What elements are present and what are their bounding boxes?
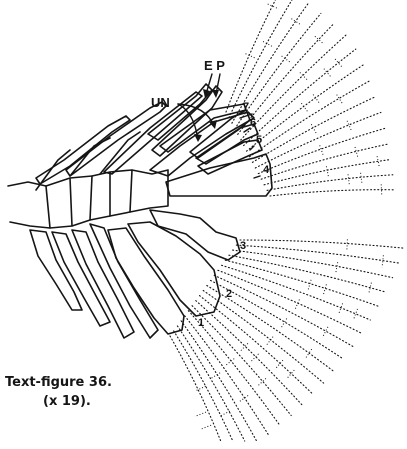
ray-segment — [347, 121, 352, 132]
ray-segment — [210, 373, 220, 379]
ray-segment — [282, 56, 292, 63]
vertebra-joint — [46, 170, 132, 228]
hypural-1 — [108, 228, 184, 334]
figure-magnification: (x 19). — [43, 395, 91, 408]
label-hypural-7: 7 — [243, 102, 249, 113]
label-hypural-4: 4 — [263, 165, 269, 176]
ray-segment — [246, 54, 257, 59]
fin-ray — [252, 97, 376, 163]
fin-ray — [196, 301, 302, 406]
label-hypural-3: 3 — [240, 241, 246, 252]
fin-ray — [200, 296, 314, 395]
fin-ray — [170, 336, 221, 441]
ray-segment — [369, 283, 372, 295]
ray-segment — [308, 280, 311, 292]
hypural-6 — [196, 124, 258, 164]
fin-ray — [181, 321, 257, 441]
arrow-head — [194, 134, 202, 142]
fin-ray — [261, 144, 388, 179]
ray-segment — [320, 145, 324, 156]
ray-segment — [301, 103, 308, 113]
fin-ray — [270, 190, 394, 196]
ray-segment — [313, 95, 320, 105]
label-hypural-1: 1 — [198, 318, 204, 329]
upper-spine — [66, 102, 166, 176]
haemal-spine — [72, 230, 134, 338]
ray-segment — [338, 303, 342, 314]
ray-segment — [268, 4, 279, 9]
ray-segment — [361, 173, 363, 185]
fin-ray — [247, 65, 364, 151]
fin-ray — [267, 175, 393, 191]
ray-segment — [195, 412, 206, 416]
fin-ray — [250, 81, 371, 157]
ray-segment — [347, 239, 348, 251]
ray-segment — [323, 284, 326, 296]
fin-ray — [233, 250, 393, 278]
fin-ray — [203, 291, 323, 384]
haemal-spine — [90, 224, 158, 338]
fin-ray — [218, 270, 362, 333]
ray-segment — [381, 184, 382, 196]
label-hypural-6: 6 — [250, 118, 256, 129]
ray-segment — [286, 370, 294, 379]
label-un: UN — [151, 96, 170, 109]
label-hypural-5: 5 — [256, 135, 262, 146]
ray-segment — [281, 319, 287, 329]
label-hypural-2: 2 — [226, 289, 232, 300]
fin-ray — [258, 128, 385, 173]
ray-segment — [295, 300, 300, 311]
ray-segment — [266, 337, 273, 347]
hypural-3 — [150, 210, 240, 260]
ray-segment — [315, 36, 324, 44]
ray-segment — [311, 124, 317, 135]
vertebral-column — [8, 170, 168, 228]
figure-caption: Text-figure 36. — [5, 376, 112, 389]
fin-ray — [226, 0, 282, 112]
ray-segment — [382, 255, 383, 267]
ray-segment — [377, 156, 379, 168]
fin-ray — [174, 331, 233, 441]
fin-ray — [185, 316, 269, 435]
ray-segment — [355, 147, 358, 159]
haemal-spine — [52, 232, 110, 326]
ray-segment — [348, 174, 350, 186]
fin-ray — [222, 265, 371, 320]
arrow-head — [212, 90, 219, 98]
ray-segment — [225, 359, 234, 366]
ray-segment — [275, 360, 283, 369]
upper-spine — [36, 116, 130, 184]
ray-segment — [326, 166, 328, 178]
label-ep: E P — [204, 59, 225, 72]
ray-segment — [200, 425, 211, 429]
ray-segment — [336, 262, 338, 274]
